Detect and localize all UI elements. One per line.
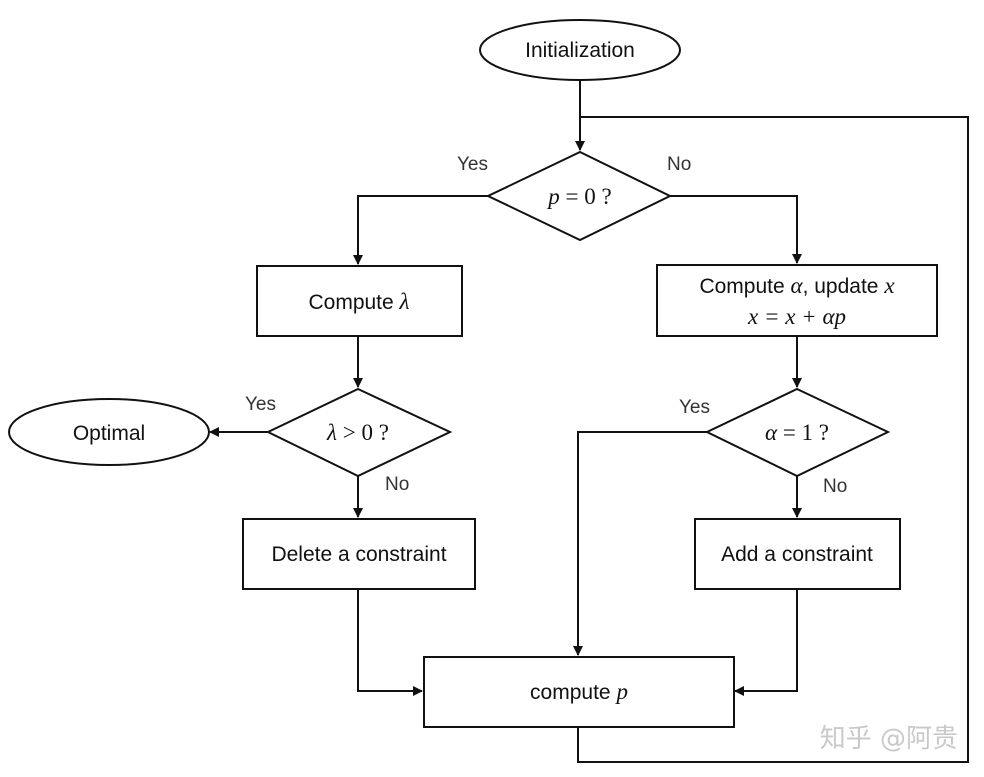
decision-alpha-label: α = 1 ?	[765, 420, 829, 445]
label-alpha-no: No	[823, 476, 847, 497]
label-p-yes: Yes	[457, 154, 488, 175]
edge-loop-back	[577, 116, 969, 763]
connectors	[209, 80, 969, 763]
node-decision-lambda: λ > 0 ?	[265, 387, 453, 478]
compute-p-label: compute p	[530, 679, 628, 704]
edge-add-to-compute-p	[734, 589, 798, 696]
edge-decision-alpha-yes	[573, 431, 707, 656]
node-delete-constraint: Delete a constraint	[242, 518, 476, 590]
label-p-no: No	[667, 154, 691, 175]
edge-delete-to-compute-p	[357, 589, 423, 696]
watermark: 知乎 @阿贵	[820, 724, 958, 754]
initialization-label: Initialization	[525, 39, 635, 62]
add-constraint-label: Add a constraint	[721, 543, 873, 566]
edge-labels: Yes No Yes No Yes No	[245, 154, 847, 497]
label-alpha-yes: Yes	[679, 397, 710, 418]
node-compute-alpha: Compute α, update x x = x + αp	[656, 264, 938, 337]
node-optimal: Optimal	[8, 398, 210, 466]
edge-decision-p-yes	[353, 195, 488, 265]
label-lambda-no: No	[385, 474, 409, 495]
compute-lambda-label: Compute λ	[308, 289, 409, 314]
node-initialization: Initialization	[479, 19, 681, 81]
node-compute-p: compute p	[423, 656, 735, 728]
decision-lambda-label: λ > 0 ?	[326, 420, 389, 445]
optimal-label: Optimal	[73, 422, 145, 445]
compute-alpha-line2: x = x + αp	[747, 304, 846, 329]
delete-constraint-label: Delete a constraint	[271, 543, 446, 566]
node-decision-alpha: α = 1 ?	[704, 387, 891, 478]
node-decision-p: p = 0 ?	[485, 150, 673, 242]
edge-decision-p-no	[670, 195, 802, 264]
node-compute-lambda: Compute λ	[256, 265, 463, 337]
label-lambda-yes: Yes	[245, 394, 276, 415]
compute-alpha-line1: Compute α, update x	[699, 273, 895, 298]
decision-p-label: p = 0 ?	[546, 184, 611, 209]
node-add-constraint: Add a constraint	[694, 518, 901, 590]
